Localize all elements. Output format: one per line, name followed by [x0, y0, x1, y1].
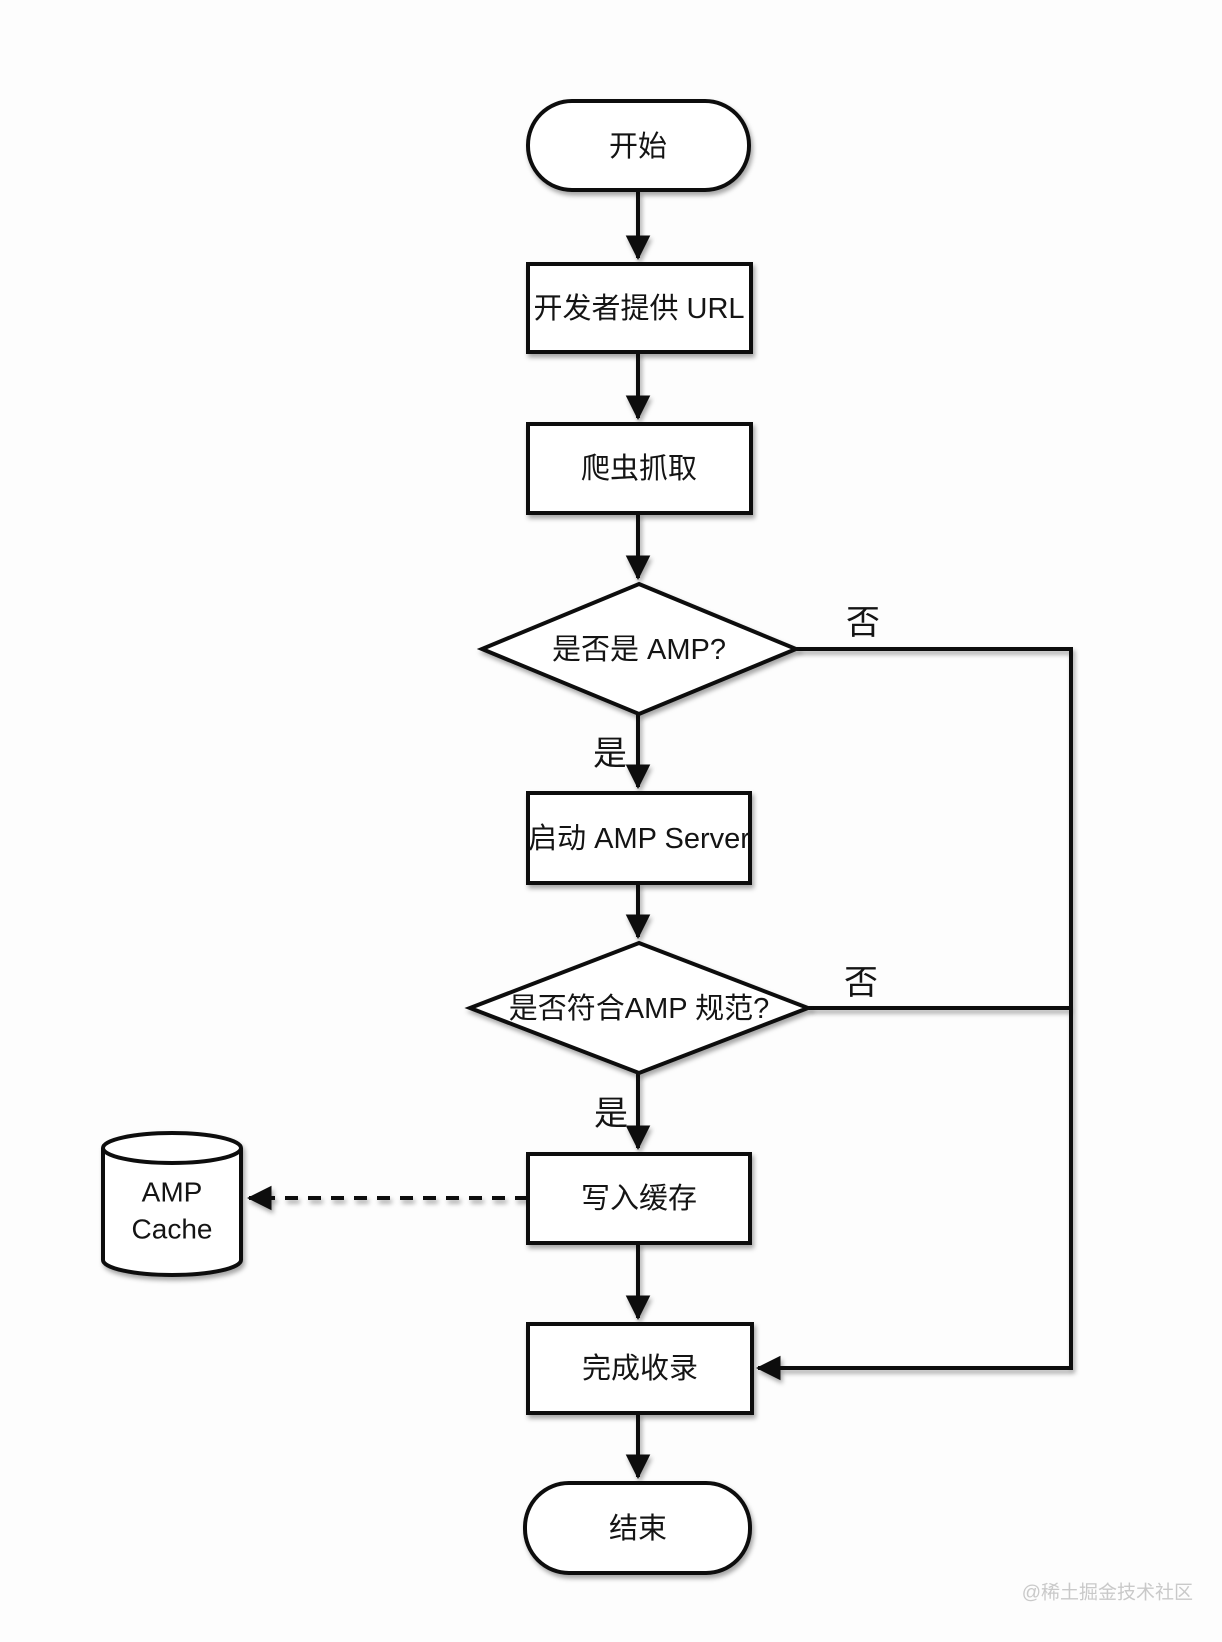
start-terminal-shape — [526, 99, 751, 192]
watermark-text: @稀土掘金技术社区 — [1022, 1582, 1193, 1604]
amp-cache-cylinder-rim — [101, 1147, 243, 1165]
edge-is-amp-no — [755, 647, 1073, 1381]
is-amp-yes-label: 是 — [593, 735, 627, 773]
edges-group — [246, 191, 1073, 1480]
end-label: 结束 — [609, 1512, 667, 1545]
amp-valid-yes-label: 是 — [594, 1095, 628, 1133]
amp-valid-label: 是否符合AMP 规范? — [509, 992, 770, 1025]
complete-index-label: 完成收录 — [582, 1352, 698, 1385]
amp-server-process-shape — [526, 791, 752, 885]
write-cache-label: 写入缓存 — [581, 1182, 697, 1215]
amp-cache-label-line2: Cache — [132, 1214, 213, 1245]
crawl-label: 爬虫抓取 — [581, 452, 697, 485]
node-labels-group: 开始 开发者提供 URL 爬虫抓取 是否是 AMP? 启动 AMP Server… — [132, 130, 770, 1545]
amp-cache-label-line1: AMP — [142, 1177, 203, 1208]
is-amp-no-label: 否 — [846, 604, 880, 642]
nodes-group — [101, 99, 814, 1575]
provide-url-process-shape — [526, 262, 753, 354]
complete-index-process-shape — [526, 1322, 754, 1415]
is-amp-decision-shape — [476, 581, 802, 717]
branch-labels-group: 否 是 否 是 — [593, 604, 880, 1133]
amp-cache-cylinder-shape — [101, 1131, 243, 1277]
write-cache-process-shape — [526, 1152, 752, 1245]
amp-valid-no-label: 否 — [844, 964, 878, 1002]
amp-valid-decision-shape — [464, 940, 814, 1076]
provide-url-label: 开发者提供 URL — [533, 292, 744, 325]
crawl-process-shape — [526, 422, 753, 515]
start-label: 开始 — [609, 130, 667, 163]
is-amp-label: 是否是 AMP? — [552, 634, 726, 666]
end-terminal-shape — [523, 1481, 752, 1575]
amp-server-label: 启动 AMP Server — [528, 822, 750, 855]
